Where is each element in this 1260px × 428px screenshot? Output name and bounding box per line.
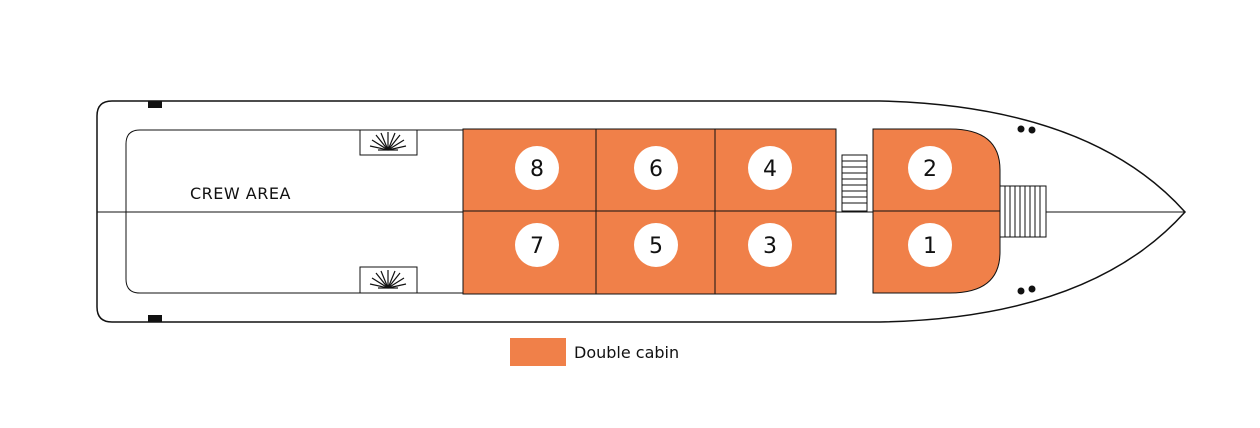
cabin-number: 7 bbox=[530, 234, 544, 259]
cabin-number-badge: 5 bbox=[634, 223, 678, 267]
stairs-icon bbox=[841, 154, 868, 212]
cleat-bottom bbox=[148, 315, 162, 322]
fan-icon bbox=[359, 129, 418, 156]
cabin-number-badge: 8 bbox=[515, 146, 559, 190]
crew-area-outline bbox=[125, 129, 464, 294]
cleat-top bbox=[148, 101, 162, 108]
cabin-number: 6 bbox=[649, 157, 663, 182]
cabin-number: 2 bbox=[923, 157, 937, 182]
bollard-icon bbox=[1017, 285, 1036, 295]
cabin-number-badge: 1 bbox=[908, 223, 952, 267]
cabin-number-badge: 3 bbox=[748, 223, 792, 267]
stairs-icon bbox=[999, 185, 1047, 238]
cabin-number-badge: 4 bbox=[748, 146, 792, 190]
cabin-number: 5 bbox=[649, 234, 663, 259]
cabin-number-badge: 6 bbox=[634, 146, 678, 190]
cabin-number-badge: 7 bbox=[515, 223, 559, 267]
cabin-number-badge: 2 bbox=[908, 146, 952, 190]
cabin-number: 1 bbox=[923, 234, 937, 259]
fan-icon bbox=[359, 266, 418, 294]
cabin-number: 3 bbox=[763, 234, 777, 259]
cabin-number: 4 bbox=[763, 157, 777, 182]
legend-swatch bbox=[510, 338, 566, 366]
legend-label: Double cabin bbox=[574, 342, 680, 362]
bollard-icon bbox=[1017, 125, 1036, 134]
crew-area-label: CREW AREA bbox=[190, 184, 291, 203]
legend: Double cabin bbox=[510, 338, 679, 366]
cabin-number: 8 bbox=[530, 157, 544, 182]
